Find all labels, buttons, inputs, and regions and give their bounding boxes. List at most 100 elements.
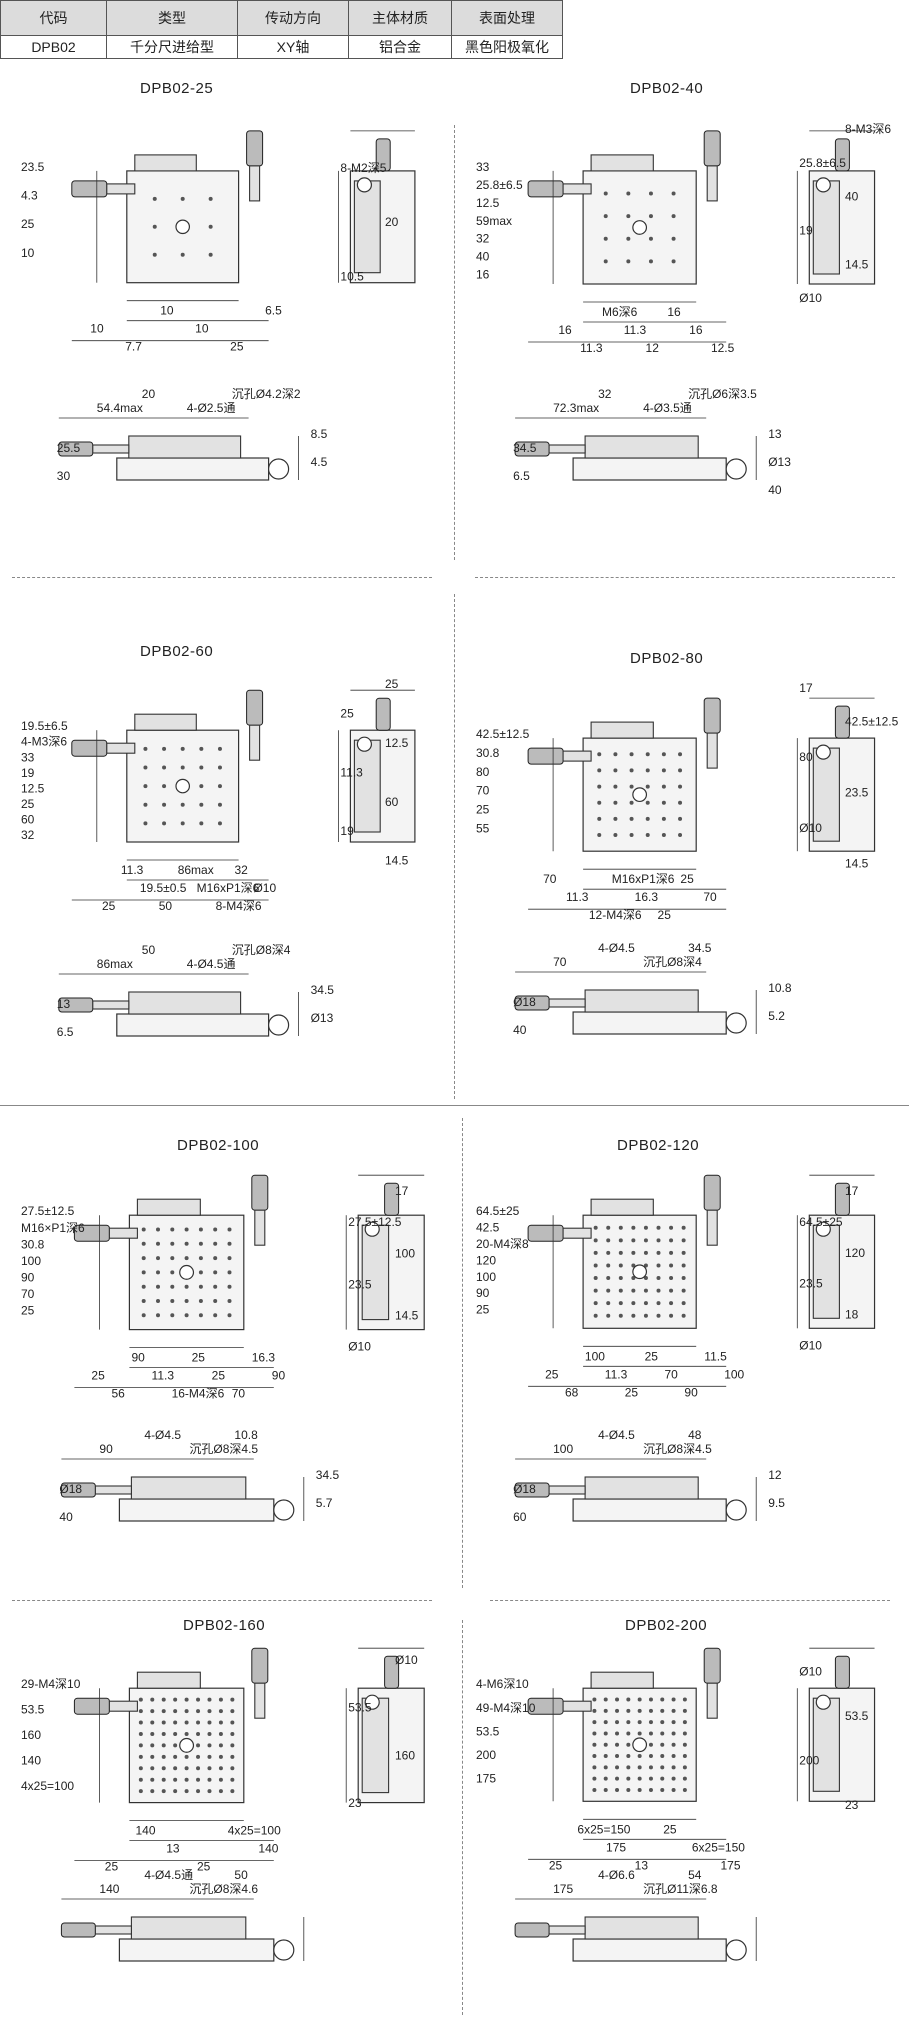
model-drawing: 4-M6深1049-M4深1053.5200175256x25=15017513… (476, 1647, 876, 1962)
mount-hole (618, 1288, 623, 1293)
dimension-label: 100 (585, 1349, 605, 1363)
mount-hole (227, 1256, 232, 1261)
stage-side-carriage (353, 180, 381, 274)
dimension-label: 17 (395, 1184, 409, 1198)
center-hole (179, 1737, 195, 1753)
dimension-label: 53.5 (21, 1703, 45, 1717)
dimension-label: 33 (21, 750, 35, 764)
mount-hole (218, 1789, 223, 1794)
mount-hole (230, 1777, 235, 1782)
dimension-label: 54 (688, 1868, 702, 1882)
dimension-label: 160 (21, 1728, 41, 1742)
dimension-label: 23 (348, 1796, 362, 1810)
mount-hole (143, 802, 148, 807)
mount-hole (161, 1731, 166, 1736)
dimension-label: 4x25=100 (228, 1824, 281, 1838)
mount-hole (170, 1284, 175, 1289)
stage-side-carriage (812, 747, 840, 842)
dimension-label: 25 (680, 872, 694, 886)
dimension-label: 23.5 (348, 1277, 372, 1291)
dimension-label: 86max (178, 863, 214, 877)
dimension-label: 19 (340, 824, 354, 838)
mount-hole (173, 1777, 178, 1782)
dimension-label: 20 (142, 387, 156, 401)
mount-hole (618, 1276, 623, 1281)
mount-hole (184, 1284, 189, 1289)
lock-knob (815, 1221, 831, 1237)
mount-hole (592, 1697, 597, 1702)
lock-knob (725, 1499, 747, 1521)
mount-hole (618, 1225, 623, 1230)
stage-top-bracket (134, 713, 197, 731)
divider (475, 577, 895, 578)
lock-knob (268, 1014, 290, 1036)
mount-hole (671, 1697, 676, 1702)
center-hole (632, 1737, 648, 1753)
dimension-label: 175 (476, 1771, 496, 1785)
stage-side-carriage (361, 1224, 390, 1321)
dimension-label: 4-Ø4.5 (598, 1428, 635, 1442)
dimension-label: 18 (845, 1308, 859, 1322)
micrometer-sleeve (94, 1485, 132, 1495)
micrometer-y-sleeve (706, 165, 718, 202)
model-title: DPB02-120 (617, 1137, 700, 1154)
mount-hole (643, 1225, 648, 1230)
mount-hole (661, 833, 666, 838)
mount-hole (230, 1709, 235, 1714)
mount-hole (213, 1227, 218, 1232)
mount-hole (156, 1284, 160, 1289)
stage-front-upper (128, 435, 242, 459)
micrometer-x-sleeve (106, 742, 136, 754)
mount-hole (648, 1787, 653, 1792)
mount-hole (592, 1787, 597, 1792)
dimension-label: 25 (663, 1822, 677, 1836)
mount-hole (669, 1276, 674, 1281)
mount-hole (230, 1754, 235, 1759)
micrometer-y-sleeve (249, 165, 261, 202)
mount-hole (199, 784, 204, 789)
mount-hole (637, 1776, 642, 1781)
mount-hole (213, 1270, 218, 1275)
mount-hole (648, 1697, 653, 1702)
micrometer-x-sleeve (106, 183, 136, 195)
mount-hole (217, 821, 222, 826)
center-hole (175, 219, 191, 235)
micrometer-thimble (384, 1655, 400, 1689)
dimension-label: 19 (799, 224, 813, 238)
stage-front-lower (572, 1011, 727, 1035)
mount-hole (603, 1720, 608, 1725)
dimension-label: 25 (625, 1385, 639, 1399)
mount-hole (162, 765, 167, 770)
dimension-label: 30.8 (476, 746, 500, 760)
mount-hole (184, 1227, 189, 1232)
dimension-label: 25 (91, 1369, 105, 1383)
dimension-label: 4-Ø3.5通 (643, 401, 692, 415)
mount-hole (138, 1697, 143, 1702)
micrometer-x-thimble (73, 1697, 110, 1715)
model-title: DPB02-160 (183, 1617, 266, 1634)
mount-hole (626, 1742, 631, 1747)
dimension-label: 12 (646, 341, 660, 355)
dimension-label: Ø13 (768, 455, 791, 469)
dimension-label: 沉孔Ø8深4.5 (643, 1442, 712, 1456)
dimension-label: 25 (212, 1369, 226, 1383)
mount-hole (138, 1766, 143, 1771)
mount-hole (682, 1787, 687, 1792)
dimension-label: 16.3 (635, 890, 659, 904)
divider (454, 125, 455, 560)
mount-hole (227, 1284, 232, 1289)
mount-hole (615, 1787, 620, 1792)
dimension-label: 200 (476, 1748, 496, 1762)
mount-hole (631, 1225, 636, 1230)
mount-hole (161, 1777, 166, 1782)
mount-hole (184, 1754, 189, 1759)
dimension-label: 沉孔Ø8深4 (232, 943, 291, 957)
lock-knob (364, 1694, 380, 1710)
mount-hole (597, 833, 602, 838)
mount-hole (637, 1765, 642, 1770)
mount-hole (661, 768, 666, 773)
mount-hole (592, 1731, 597, 1736)
mount-hole (593, 1301, 598, 1306)
dimension-label: 25 (21, 797, 35, 811)
mount-hole (150, 1766, 155, 1771)
